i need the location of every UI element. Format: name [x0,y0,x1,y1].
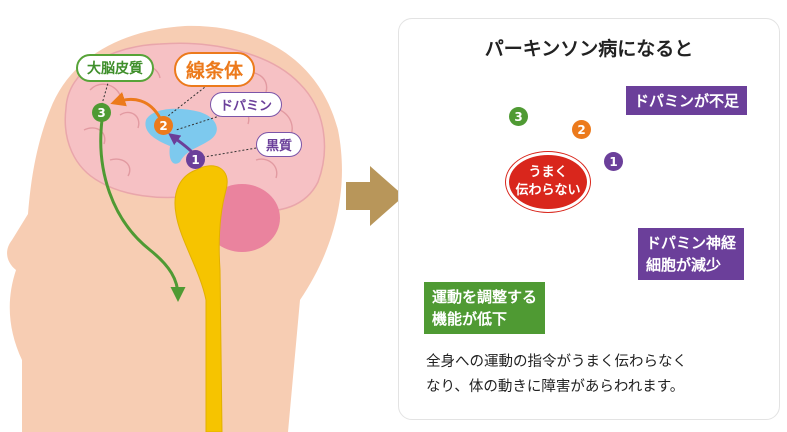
caption-line-2: なり、体の動きに障害があらわれます。 [426,379,685,395]
brainstem-pathway [174,165,228,432]
parkinson-panel [398,18,780,420]
panel-title: パーキンソン病になると [484,38,694,60]
zoom-marker-1: 1 [604,152,623,171]
panel-caption: 全身への運動の指令がうまく伝わらなく なり、体の動きに障害があらわれます。 [426,350,766,400]
orange-arrow [110,92,162,119]
substantia-nigra-label: 黒質 [256,132,303,157]
zoom-marker-3: 3 [509,107,528,126]
marker-2: 2 [154,116,173,135]
bubble-line-2: 伝わらない [515,183,581,198]
neuron-decrease-line-2: 細胞が減少 [646,256,722,274]
neuron-decrease-line-1: ドパミン神経 [646,234,737,252]
caption-line-1: 全身への運動の指令がうまく伝わらなく [426,354,687,370]
motor-function-line-1: 運動を調整する [432,288,538,306]
marker-3: 3 [92,103,111,122]
motor-function-label: 運動を調整する 機能が低下 [424,282,546,334]
green-motor-arrow [99,119,186,302]
cortex-label: 大脳皮質 [76,54,154,82]
neuron-decrease-label: ドパミン神経 細胞が減少 [638,228,745,280]
transmission-failure-bubble: うまく 伝わらない [506,152,590,212]
bubble-line-1: うまく [528,165,568,180]
dopamine-label: ドパミン [210,92,283,117]
marker-1: 1 [186,150,205,169]
zoom-marker-2: 2 [572,120,591,139]
dopamine-shortage-label: ドパミンが不足 [626,86,748,115]
motor-function-line-2: 機能が低下 [432,310,508,328]
striatum-label: 線条体 [174,52,256,87]
transition-arrow [346,166,404,226]
